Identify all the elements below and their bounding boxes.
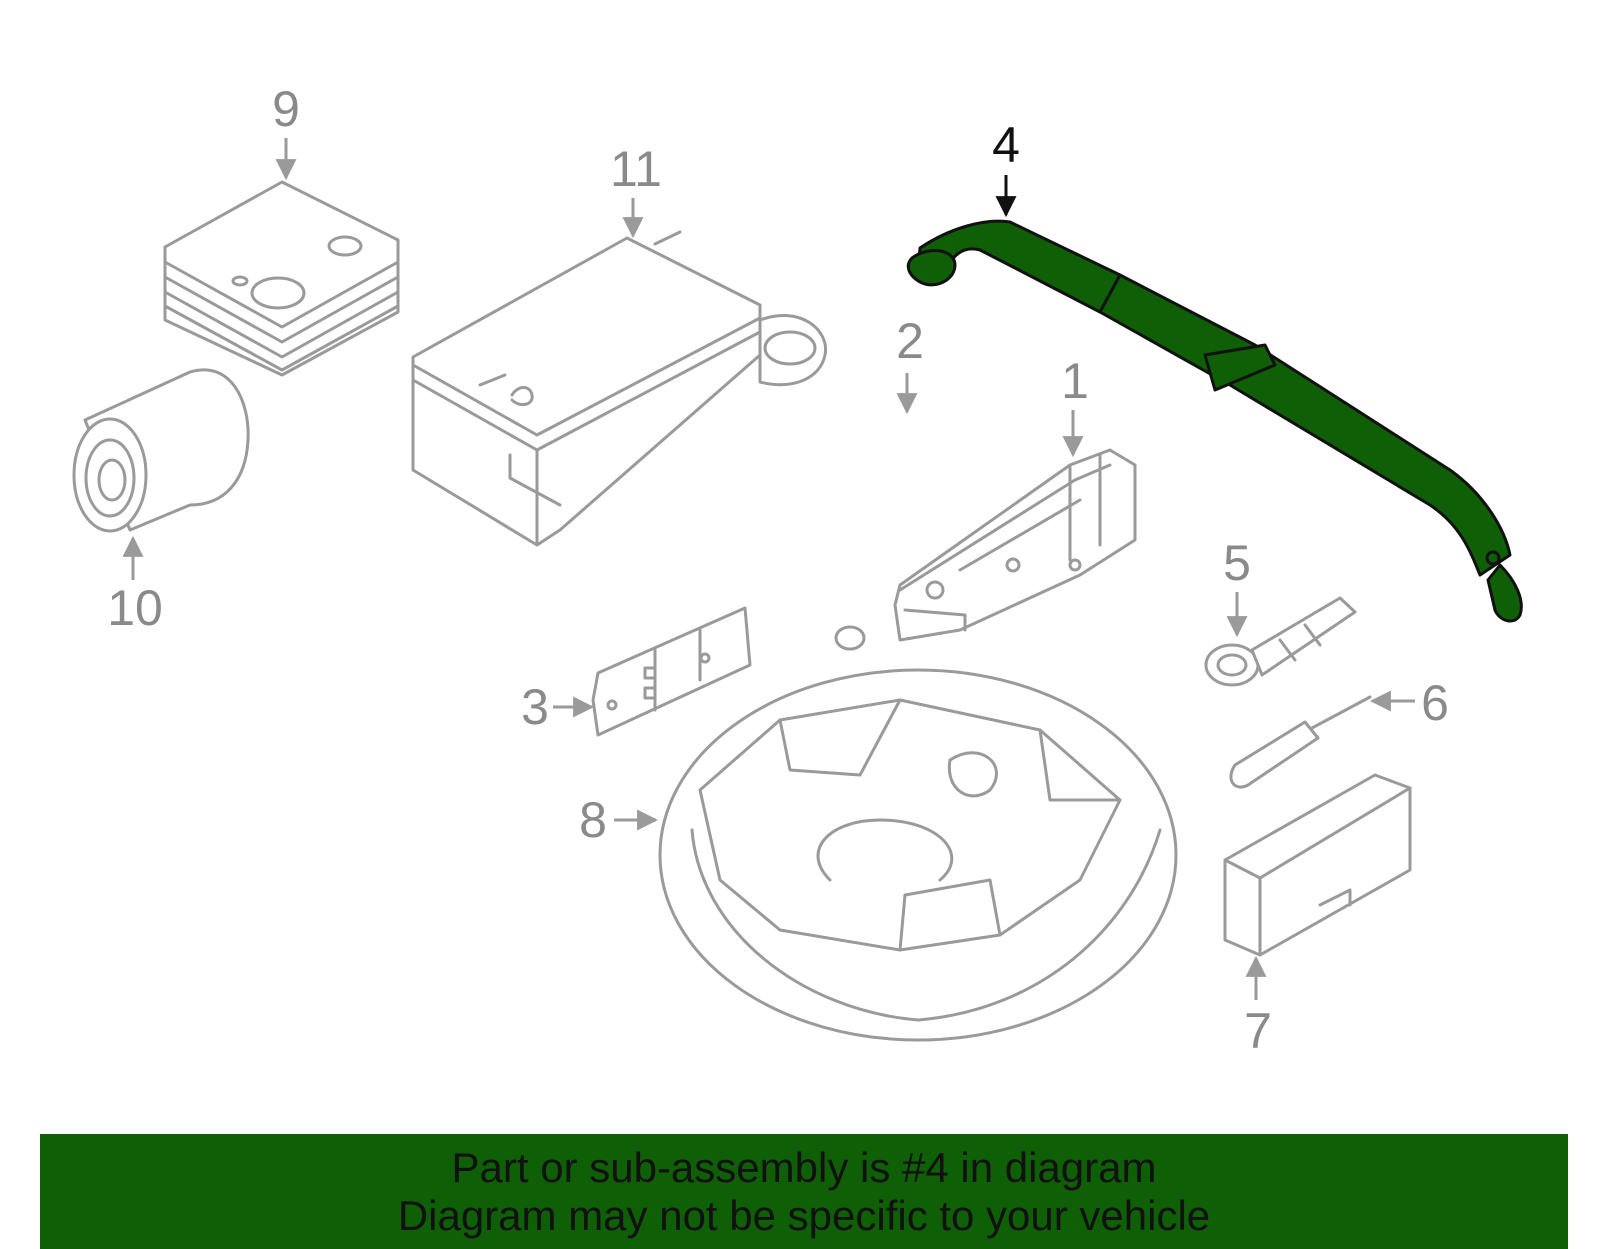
callout-10[interactable]: 10 bbox=[107, 580, 163, 636]
part-2-jack-handle[interactable] bbox=[770, 412, 961, 651]
callout-3[interactable]: 3 bbox=[521, 679, 549, 735]
info-banner: Part or sub-assembly is #4 in diagram Di… bbox=[40, 1134, 1568, 1249]
banner-line-1: Part or sub-assembly is #4 in diagram bbox=[451, 1144, 1157, 1191]
part-9-sealant-pack[interactable] bbox=[163, 180, 400, 377]
callout-5[interactable]: 5 bbox=[1223, 535, 1251, 591]
part-10-cylinder[interactable] bbox=[72, 368, 250, 533]
part-5-tow-eye[interactable] bbox=[1204, 596, 1357, 687]
callout-6[interactable]: 6 bbox=[1421, 675, 1449, 731]
callout-7[interactable]: 7 bbox=[1244, 1003, 1272, 1059]
part-8-foam-tray[interactable] bbox=[658, 668, 1178, 1042]
part-7-storage-case[interactable] bbox=[1223, 773, 1412, 957]
part-11-compressor[interactable] bbox=[411, 230, 828, 547]
banner-line-2: Diagram may not be specific to your vehi… bbox=[397, 1192, 1211, 1239]
part-3-bracket[interactable] bbox=[591, 606, 752, 737]
callout-arrows bbox=[122, 138, 1415, 1000]
callout-labels: 9 10 11 2 1 3 8 5 6 7 4 bbox=[107, 81, 1449, 1059]
callout-1[interactable]: 1 bbox=[1061, 353, 1089, 409]
part-1-scissor-jack[interactable] bbox=[893, 448, 1137, 642]
part-6-screwdriver[interactable] bbox=[1229, 695, 1372, 789]
part-4-strap[interactable] bbox=[906, 219, 1523, 623]
callout-11[interactable]: 11 bbox=[610, 141, 662, 197]
callout-9[interactable]: 9 bbox=[272, 81, 300, 137]
callout-8[interactable]: 8 bbox=[579, 792, 607, 848]
callout-2[interactable]: 2 bbox=[896, 313, 924, 369]
callout-4[interactable]: 4 bbox=[992, 117, 1020, 173]
